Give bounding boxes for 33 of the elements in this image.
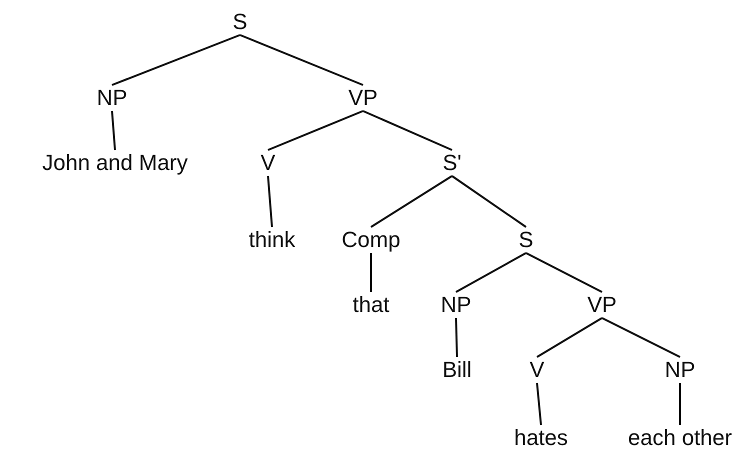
tree-node-label: NP (96, 86, 128, 110)
tree-node-label: John and Mary (41, 151, 189, 175)
tree-branch (455, 318, 458, 358)
tree-node-label: NP (664, 358, 696, 382)
tree-branch (370, 253, 372, 292)
tree-branch (362, 110, 452, 151)
tree-branch (536, 382, 542, 426)
tree-branch (240, 34, 364, 86)
tree-branch (451, 175, 527, 228)
tree-branch (267, 176, 273, 228)
tree-branch (602, 317, 680, 358)
tree-node-label: Bill (441, 358, 473, 382)
tree-node-label: VP (347, 86, 379, 110)
tree-branch (536, 317, 603, 358)
tree-node-label: S (232, 10, 248, 34)
tree-node-label: S' (442, 151, 462, 175)
tree-branch (456, 252, 526, 293)
tree-branch (370, 175, 453, 228)
tree-node-label: think (248, 228, 296, 252)
tree-node-label: that (352, 293, 390, 317)
tree-branch (112, 34, 240, 86)
tree-node-label: NP (440, 293, 472, 317)
tree-branch (111, 110, 116, 150)
tree-node-label: VP (586, 293, 618, 317)
tree-node-label: each other (627, 426, 733, 450)
tree-branch (679, 383, 681, 425)
tree-node-label: V (528, 358, 546, 382)
tree-branch (268, 110, 364, 151)
tree-branch (526, 252, 602, 293)
tree-node-label: hates (513, 426, 569, 450)
tree-node-label: V (260, 151, 276, 175)
tree-node-label: S (518, 228, 534, 252)
tree-node-label: Comp (340, 228, 402, 252)
